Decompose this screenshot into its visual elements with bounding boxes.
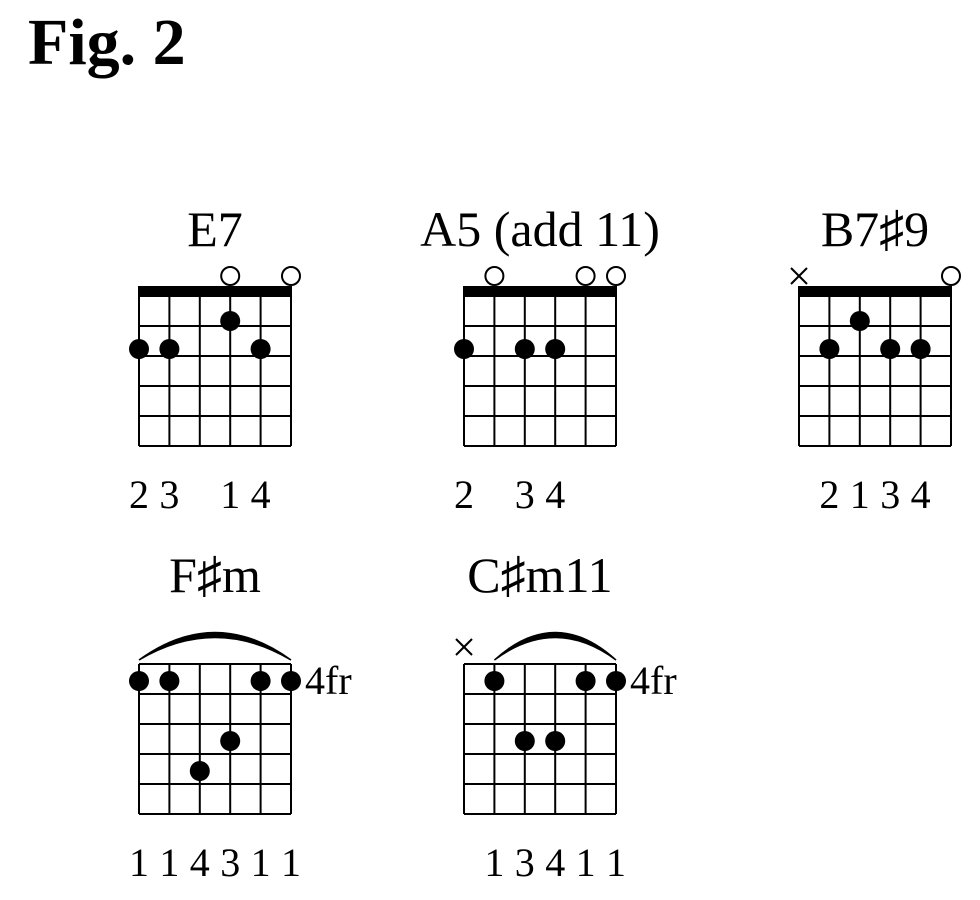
finger-dot	[129, 339, 149, 359]
fingering-number: 1	[220, 472, 240, 517]
nut-bar	[138, 286, 292, 296]
barre-arc	[138, 631, 292, 661]
finger-dot	[575, 671, 596, 691]
fingering-number: 1	[159, 840, 179, 885]
fingering-number: 1	[850, 472, 870, 517]
finger-dot	[250, 671, 271, 691]
finger-dot	[545, 731, 566, 751]
fingering-number: 4	[190, 840, 210, 885]
finger-dot	[250, 339, 271, 359]
barre-arc	[493, 631, 617, 661]
fret-position-label: 4fr	[630, 658, 677, 703]
chord-name: A5 (add 11)	[420, 201, 660, 257]
fingering-number: 1	[281, 840, 301, 885]
finger-dot	[189, 761, 210, 781]
finger-dot	[159, 339, 180, 359]
chord-name: C♯m11	[467, 547, 612, 603]
finger-dot	[514, 731, 535, 751]
finger-dot	[159, 671, 180, 691]
finger-dot	[849, 311, 870, 331]
fingering-number: 3	[515, 840, 535, 885]
finger-dot	[910, 339, 931, 359]
muted-string-marker	[790, 267, 808, 285]
fingering-number: 1	[576, 840, 596, 885]
finger-dot	[484, 671, 505, 691]
nut-bar	[463, 286, 617, 296]
finger-dot	[819, 339, 840, 359]
finger-dot	[129, 671, 149, 691]
fingering-number: 1	[129, 840, 149, 885]
fingering-number: 2	[819, 472, 839, 517]
fingering-number: 2	[454, 472, 474, 517]
chord-name: B7♯9	[821, 201, 929, 257]
finger-dot	[545, 339, 566, 359]
chord-name: F♯m	[169, 547, 261, 603]
fingering-number: 1	[606, 840, 626, 885]
nut-bar	[798, 286, 952, 296]
open-string-marker	[281, 266, 301, 286]
open-string-marker	[220, 266, 241, 286]
fingering-number: 3	[515, 472, 535, 517]
fingering-number: 3	[880, 472, 900, 517]
open-string-marker	[941, 266, 961, 286]
finger-dot	[880, 339, 901, 359]
fret-position-label: 4fr	[305, 658, 352, 703]
finger-dot	[514, 339, 535, 359]
fingering-number: 3	[220, 840, 240, 885]
finger-dot	[220, 311, 241, 331]
fingering-number: 2	[129, 472, 149, 517]
finger-dot	[220, 731, 241, 751]
finger-dot	[606, 671, 626, 691]
fingering-number: 1	[251, 840, 271, 885]
open-string-marker	[606, 266, 626, 286]
fingering-number: 4	[251, 472, 271, 517]
fingering-number: 3	[159, 472, 179, 517]
fingering-number: 4	[545, 840, 565, 885]
fingering-number: 1	[484, 840, 504, 885]
open-string-marker	[484, 266, 505, 286]
finger-dot	[454, 339, 474, 359]
chord-name: E7	[187, 201, 243, 257]
open-string-marker	[575, 266, 596, 286]
fingering-number: 4	[545, 472, 565, 517]
finger-dot	[281, 671, 301, 691]
fingering-number: 4	[911, 472, 931, 517]
muted-string-marker	[455, 638, 473, 656]
figure-title: Fig. 2	[28, 6, 186, 79]
